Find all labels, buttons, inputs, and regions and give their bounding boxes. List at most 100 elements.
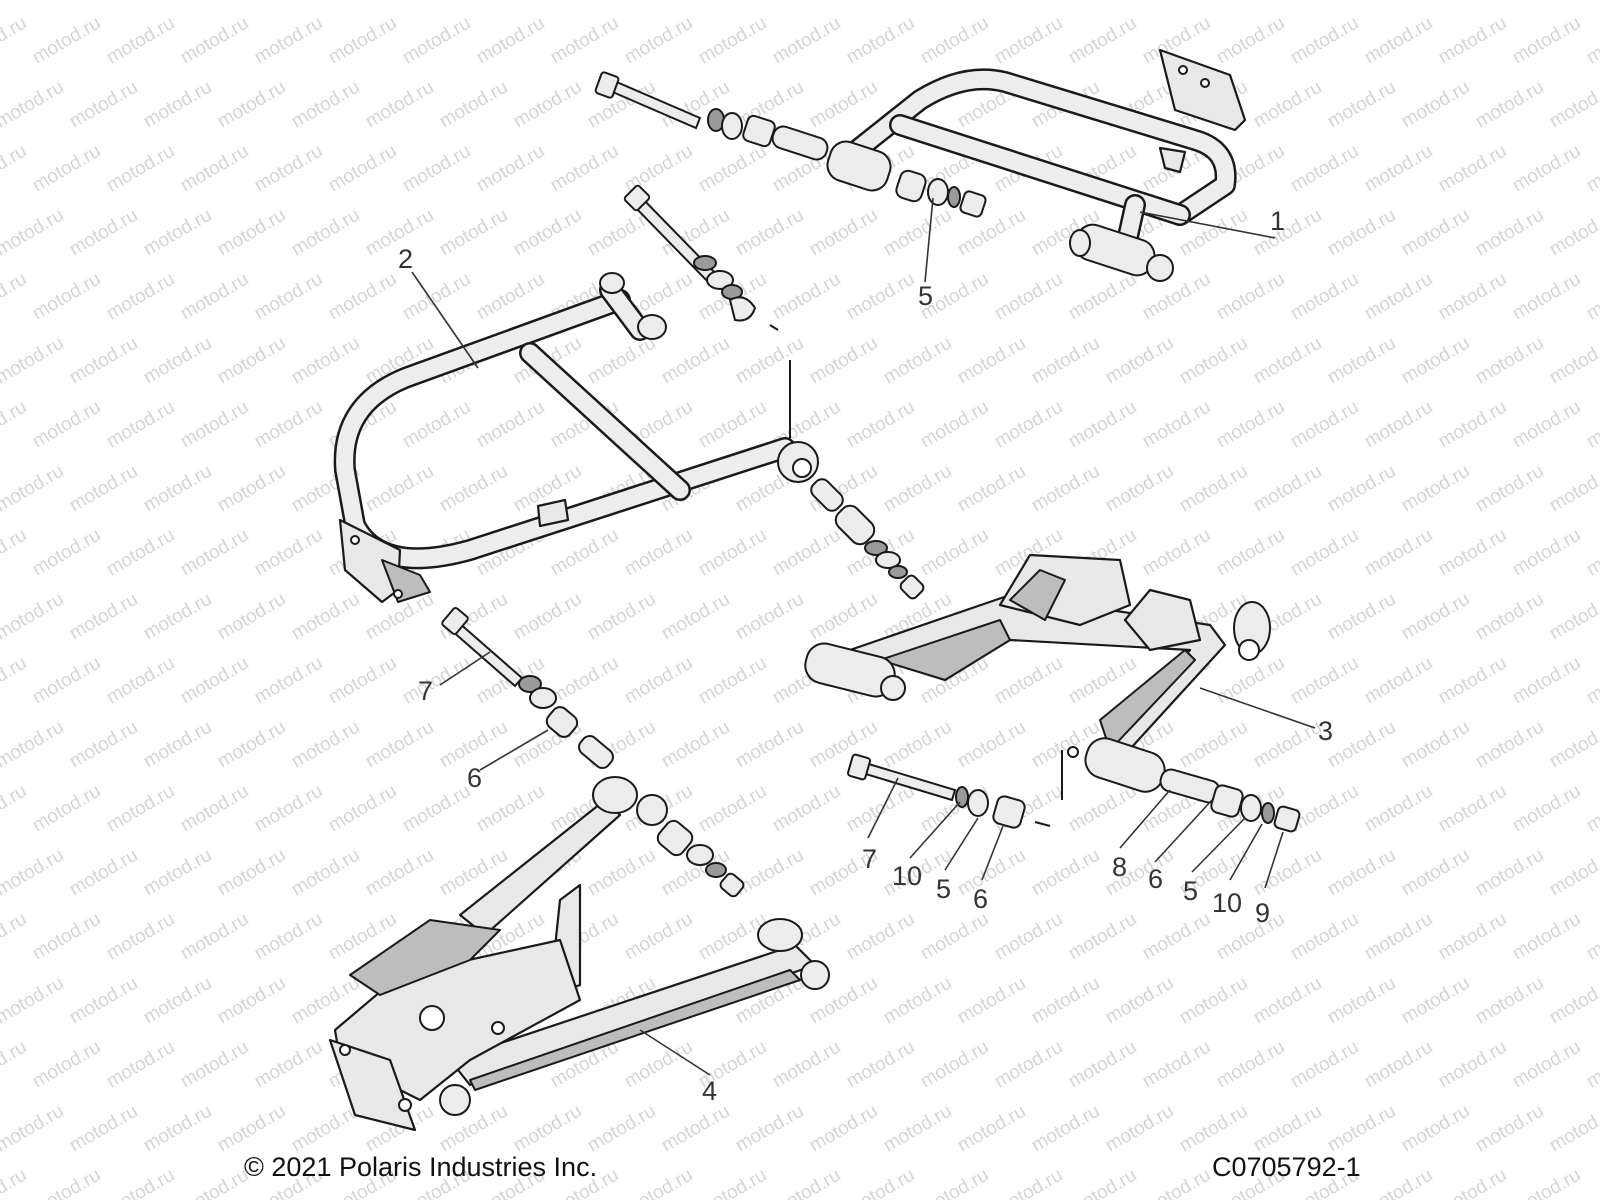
watermark-text: motod.ru: [29, 13, 104, 69]
watermark-text: motod.ru: [1361, 653, 1436, 709]
watermark-text: motod.ru: [510, 205, 585, 261]
watermark-text: motod.ru: [1583, 141, 1600, 197]
watermark-text: motod.ru: [547, 653, 622, 709]
watermark-text: motod.ru: [1472, 973, 1547, 1029]
watermark-text: motod.ru: [732, 845, 807, 901]
watermark-text: motod.ru: [1361, 1165, 1436, 1200]
callout-labels: 1 2 5 7 6 3 4 7 10 5 6 8 6 5 10 9: [398, 206, 1333, 1106]
watermark-text: motod.ru: [29, 653, 104, 709]
watermark-text: motod.ru: [1546, 1101, 1600, 1157]
watermark-text: motod.ru: [1435, 13, 1510, 69]
watermark-text: motod.ru: [769, 525, 844, 581]
watermark-text: motod.ru: [1287, 1037, 1362, 1093]
watermark-text: motod.ru: [177, 1037, 252, 1093]
watermark-text: motod.ru: [362, 845, 437, 901]
watermark-text: motod.ru: [436, 77, 511, 133]
watermark-text: motod.ru: [214, 0, 289, 4]
watermark-text: motod.ru: [1472, 589, 1547, 645]
watermark-text: motod.ru: [436, 205, 511, 261]
watermark-text: motod.ru: [1028, 333, 1103, 389]
control-arm-2-upper-hardware: [623, 184, 791, 440]
watermark-text: motod.ru: [177, 13, 252, 69]
watermark-text: motod.ru: [103, 141, 178, 197]
watermark-text: motod.ru: [880, 973, 955, 1029]
watermark-text: motod.ru: [1435, 397, 1510, 453]
watermark-text: motod.ru: [325, 13, 400, 69]
watermark-text: motod.ru: [0, 397, 30, 453]
watermark-text: motod.ru: [1361, 397, 1436, 453]
watermark-text: motod.ru: [140, 0, 215, 4]
watermark-text: motod.ru: [251, 653, 326, 709]
watermark-text: motod.ru: [399, 13, 474, 69]
watermark-text: motod.ru: [732, 205, 807, 261]
watermark-text: motod.ru: [288, 0, 363, 4]
watermark-text: motod.ru: [399, 397, 474, 453]
watermark-text: motod.ru: [473, 781, 548, 837]
watermark-text: motod.ru: [0, 653, 30, 709]
upper-control-arm-1: [831, 48, 1247, 282]
watermark-text: motod.ru: [1102, 973, 1177, 1029]
watermark-text: motod.ru: [140, 845, 215, 901]
callout-6: 6: [467, 763, 482, 793]
watermark-text: motod.ru: [325, 141, 400, 197]
watermark-text: motod.ru: [954, 717, 1029, 773]
watermark-text: motod.ru: [1102, 461, 1177, 517]
watermark-text: motod.ru: [1546, 589, 1600, 645]
watermark-text: motod.ru: [0, 717, 67, 773]
watermark-text: motod.ru: [66, 333, 141, 389]
watermark-text: motod.ru: [0, 973, 67, 1029]
watermark-text: motod.ru: [1176, 333, 1251, 389]
watermark-text: motod.ru: [769, 1165, 844, 1200]
watermark-text: motod.ru: [769, 1037, 844, 1093]
watermark-text: motod.ru: [1398, 717, 1473, 773]
watermark-text: motod.ru: [1546, 973, 1600, 1029]
watermark-text: motod.ru: [1509, 653, 1584, 709]
watermark-text: motod.ru: [66, 205, 141, 261]
watermark-text: motod.ru: [1250, 717, 1325, 773]
watermark-text: motod.ru: [880, 717, 955, 773]
watermark-text: motod.ru: [584, 333, 659, 389]
watermark-text: motod.ru: [29, 141, 104, 197]
watermark-text: motod.ru: [1324, 1101, 1399, 1157]
watermark-text: motod.ru: [806, 205, 881, 261]
watermark-text: motod.ru: [288, 845, 363, 901]
watermark-text: motod.ru: [362, 461, 437, 517]
watermark-text: motod.ru: [1176, 973, 1251, 1029]
watermark-text: motod.ru: [1139, 1037, 1214, 1093]
watermark-text: motod.ru: [0, 525, 30, 581]
watermark-text: motod.ru: [584, 0, 659, 4]
watermark-text: motod.ru: [1287, 525, 1362, 581]
watermark-text: motod.ru: [1472, 0, 1547, 4]
watermark-text: motod.ru: [991, 1037, 1066, 1093]
watermark-text: motod.ru: [1287, 909, 1362, 965]
watermark-text: motod.ru: [103, 909, 178, 965]
watermark-text: motod.ru: [880, 461, 955, 517]
watermark-text: motod.ru: [251, 1037, 326, 1093]
watermark-text: motod.ru: [1435, 1037, 1510, 1093]
watermark-text: motod.ru: [880, 333, 955, 389]
watermark-text: motod.ru: [140, 717, 215, 773]
watermark-text: motod.ru: [1361, 13, 1436, 69]
watermark-text: motod.ru: [954, 0, 1029, 4]
watermark-text: motod.ru: [584, 1101, 659, 1157]
watermark-text: motod.ru: [1324, 205, 1399, 261]
watermark-text: motod.ru: [362, 717, 437, 773]
watermark-text: motod.ru: [806, 0, 881, 4]
callout-4: 4: [702, 1076, 717, 1106]
watermark-text: motod.ru: [251, 781, 326, 837]
watermark-text: motod.ru: [1435, 141, 1510, 197]
watermark-text: motod.ru: [1583, 269, 1600, 325]
watermark-text: motod.ru: [0, 1165, 30, 1200]
watermark-text: motod.ru: [1398, 973, 1473, 1029]
watermark-text: motod.ru: [1250, 0, 1325, 4]
watermark-text: motod.ru: [1065, 781, 1140, 837]
watermark-text: motod.ru: [1176, 717, 1251, 773]
watermark-text: motod.ru: [1546, 77, 1600, 133]
watermark-text: motod.ru: [769, 13, 844, 69]
watermark-text: motod.ru: [1250, 77, 1325, 133]
watermark-text: motod.ru: [1250, 205, 1325, 261]
watermark-text: motod.ru: [140, 589, 215, 645]
watermark-text: motod.ru: [1546, 205, 1600, 261]
watermark-text: motod.ru: [1213, 397, 1288, 453]
watermark-text: motod.ru: [658, 333, 733, 389]
